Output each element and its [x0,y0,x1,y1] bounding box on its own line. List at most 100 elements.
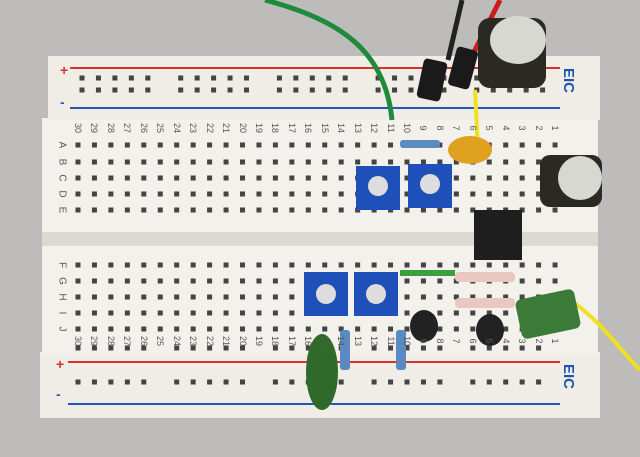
hole[interactable] [145,87,151,93]
hole[interactable] [326,75,332,81]
hole[interactable] [470,262,476,268]
hole[interactable] [272,262,278,268]
hole[interactable] [404,191,410,197]
hole[interactable] [75,294,81,300]
hole[interactable] [223,207,229,213]
hole[interactable] [141,191,147,197]
hole[interactable] [453,191,459,197]
hole[interactable] [519,159,525,165]
hole[interactable] [124,294,130,300]
hole[interactable] [519,142,525,148]
hole[interactable] [305,191,311,197]
hole[interactable] [112,87,118,93]
hole[interactable] [437,379,443,385]
hole[interactable] [124,175,130,181]
hole[interactable] [240,294,245,300]
hole[interactable] [486,262,492,268]
hole[interactable] [408,75,414,81]
hole[interactable] [453,159,459,165]
hole[interactable] [486,159,492,165]
hole[interactable] [388,159,394,165]
hole[interactable] [519,262,525,268]
hole[interactable] [256,191,262,197]
hole[interactable] [453,278,459,284]
hole[interactable] [174,326,180,332]
hole[interactable] [338,159,344,165]
hole[interactable] [244,87,249,93]
hole[interactable] [91,207,97,213]
hole[interactable] [503,379,509,385]
hole[interactable] [322,262,328,268]
hole[interactable] [536,191,542,197]
hole[interactable] [289,175,295,181]
hole[interactable] [223,262,229,268]
hole[interactable] [124,278,130,284]
hole[interactable] [272,142,278,148]
hole[interactable] [178,75,184,81]
hole[interactable] [293,75,299,81]
hole[interactable] [227,87,233,93]
hole[interactable] [355,262,361,268]
hole[interactable] [157,294,163,300]
hole[interactable] [388,379,394,385]
hole[interactable] [207,278,213,284]
hole[interactable] [470,345,476,351]
hole[interactable] [91,294,97,300]
hole[interactable] [289,278,295,284]
hole[interactable] [289,159,295,165]
hole[interactable] [256,159,262,165]
hole[interactable] [453,262,459,268]
hole[interactable] [470,379,476,385]
hole[interactable] [207,175,213,181]
hole[interactable] [223,379,229,385]
hole[interactable] [338,262,344,268]
hole[interactable] [536,278,542,284]
hole[interactable] [223,159,229,165]
hole[interactable] [371,379,377,385]
hole[interactable] [124,262,130,268]
hole[interactable] [108,278,114,284]
hole[interactable] [289,310,295,316]
hole[interactable] [75,278,81,284]
hole[interactable] [244,75,249,81]
hole[interactable] [420,262,426,268]
hole[interactable] [322,326,328,332]
hole[interactable] [190,345,196,351]
hole[interactable] [272,310,278,316]
hole[interactable] [256,278,262,284]
hole[interactable] [174,207,180,213]
hole[interactable] [519,345,525,351]
hole[interactable] [157,142,163,148]
hole[interactable] [338,207,344,213]
hole[interactable] [211,87,217,93]
hole[interactable] [342,75,348,81]
hole[interactable] [211,75,217,81]
hole[interactable] [256,207,262,213]
hole[interactable] [503,345,509,351]
hole[interactable] [536,379,542,385]
hole[interactable] [338,191,344,197]
hole[interactable] [75,175,81,181]
hole[interactable] [437,310,443,316]
hole[interactable] [190,278,196,284]
hole[interactable] [174,262,180,268]
hole[interactable] [305,207,311,213]
hole[interactable] [404,345,410,351]
hole[interactable] [108,294,114,300]
hole[interactable] [552,278,558,284]
hole[interactable] [194,87,200,93]
hole[interactable] [108,326,114,332]
hole[interactable] [519,379,525,385]
hole[interactable] [322,175,328,181]
hole[interactable] [190,326,196,332]
hole[interactable] [322,207,328,213]
hole[interactable] [289,345,295,351]
hole[interactable] [552,262,558,268]
hole[interactable] [240,142,245,148]
hole[interactable] [141,310,147,316]
hole[interactable] [79,75,85,81]
hole[interactable] [124,191,130,197]
hole[interactable] [157,191,163,197]
hole[interactable] [240,262,245,268]
hole[interactable] [408,87,414,93]
